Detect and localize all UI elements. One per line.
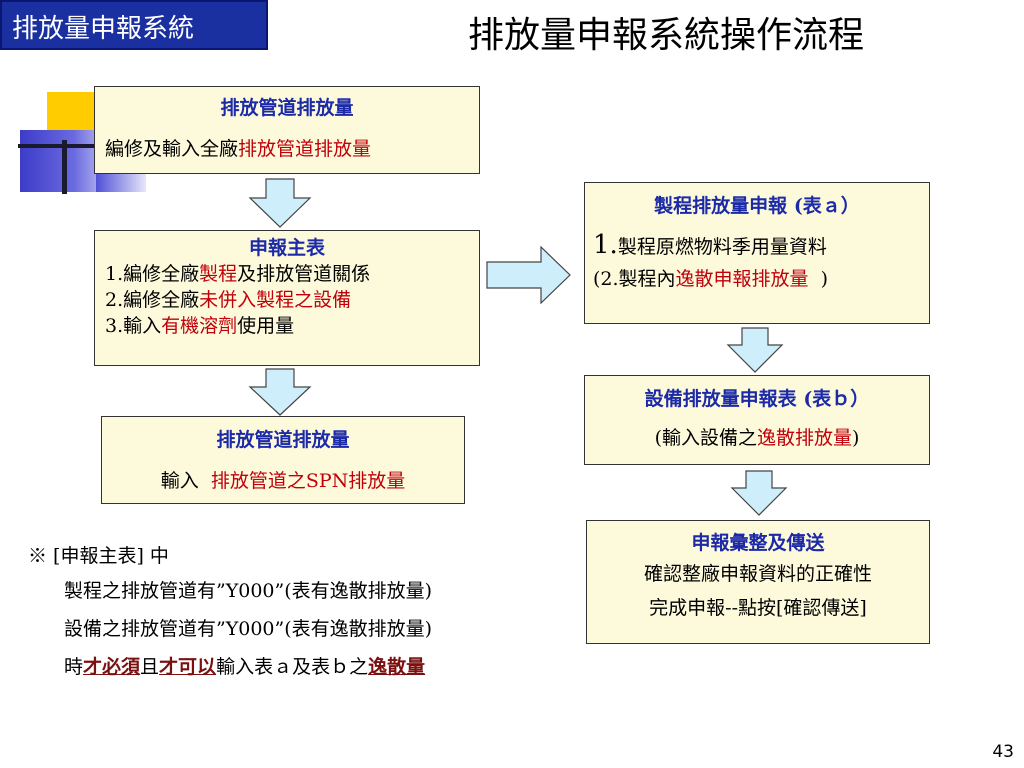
note-line-2: 製程之排放管道有”Y000”(表有逸散排放量) (64, 580, 433, 602)
pipe-emission-bottom-line: 輸入 排放管道之SPN排放量 (160, 470, 406, 492)
note-line-4: 時才必須且才可以輸入表ａ及表ｂ之逸散量 (64, 656, 426, 678)
decor-vertical-line (62, 140, 67, 194)
equipment-emission-box[interactable]: 設備排放量申報表 (表ｂ） (輸入設備之逸散排放量) (584, 375, 930, 465)
pipe-emission-bottom-box[interactable]: 排放管道排放量 輸入 排放管道之SPN排放量 (101, 416, 465, 504)
arrow-right-icon (486, 246, 571, 304)
arrow-down-2-icon (248, 368, 312, 416)
main-report-item-1: 1.編修全廠製程及排放管道關係 (105, 263, 371, 285)
note-line-1: ※ [申報主表] 中 (28, 545, 169, 567)
submit-line-2: 完成申報--點按[確認傳送] (649, 597, 867, 619)
page-title: 排放量申報系統操作流程 (468, 15, 865, 56)
equipment-emission-heading: 設備排放量申報表 (表ｂ） (644, 388, 870, 410)
process-emission-box[interactable]: 製程排放量申報 (表ａ） 1.製程原燃物料季用量資料 (2.製程內逸散申報排放量… (584, 182, 930, 324)
process-emission-heading: 製程排放量申報 (表ａ） (654, 195, 860, 217)
decor-horizontal-line (18, 144, 98, 148)
main-report-item-3: 3.輸入有機溶劑使用量 (105, 315, 295, 337)
pipe-top-prefix: 編修及輸入全廠 (105, 138, 239, 160)
main-report-heading: 申報主表 (248, 237, 325, 259)
pipe-emission-top-line: 編修及輸入全廠排放管道排放量 (105, 134, 469, 161)
arrow-down-4-icon (730, 470, 788, 516)
system-tag: 排放量申報系統 (0, 0, 268, 50)
equipment-emission-line: (輸入設備之逸散排放量) (654, 427, 860, 449)
main-report-box[interactable]: 申報主表 1.編修全廠製程及排放管道關係 2.編修全廠未併入製程之設備 3.輸入… (94, 230, 480, 366)
pipe-emission-top-box[interactable]: 排放管道排放量 編修及輸入全廠排放管道排放量 (94, 86, 480, 174)
submit-heading: 申報彙整及傳送 (691, 532, 825, 554)
arrow-down-1-icon (248, 178, 312, 228)
pipe-emission-bottom-heading: 排放管道排放量 (216, 429, 350, 451)
note-line-3: 設備之排放管道有”Y000”(表有逸散排放量) (64, 618, 433, 640)
submit-box[interactable]: 申報彙整及傳送 確認整廠申報資料的正確性 完成申報--點按[確認傳送] (586, 520, 930, 644)
pipe-emission-top-heading: 排放管道排放量 (220, 97, 354, 119)
pipe-top-red: 排放管道排放量 (238, 138, 372, 160)
main-report-item-2: 2.編修全廠未併入製程之設備 (105, 289, 352, 311)
process-emission-item-1: 1.製程原燃物料季用量資料 (593, 230, 827, 260)
arrow-down-3-icon (726, 327, 784, 373)
submit-line-1: 確認整廠申報資料的正確性 (643, 563, 872, 585)
process-emission-item-2: (2.製程內逸散申報排放量 ) (593, 268, 829, 290)
page-number: 43 (992, 742, 1014, 762)
